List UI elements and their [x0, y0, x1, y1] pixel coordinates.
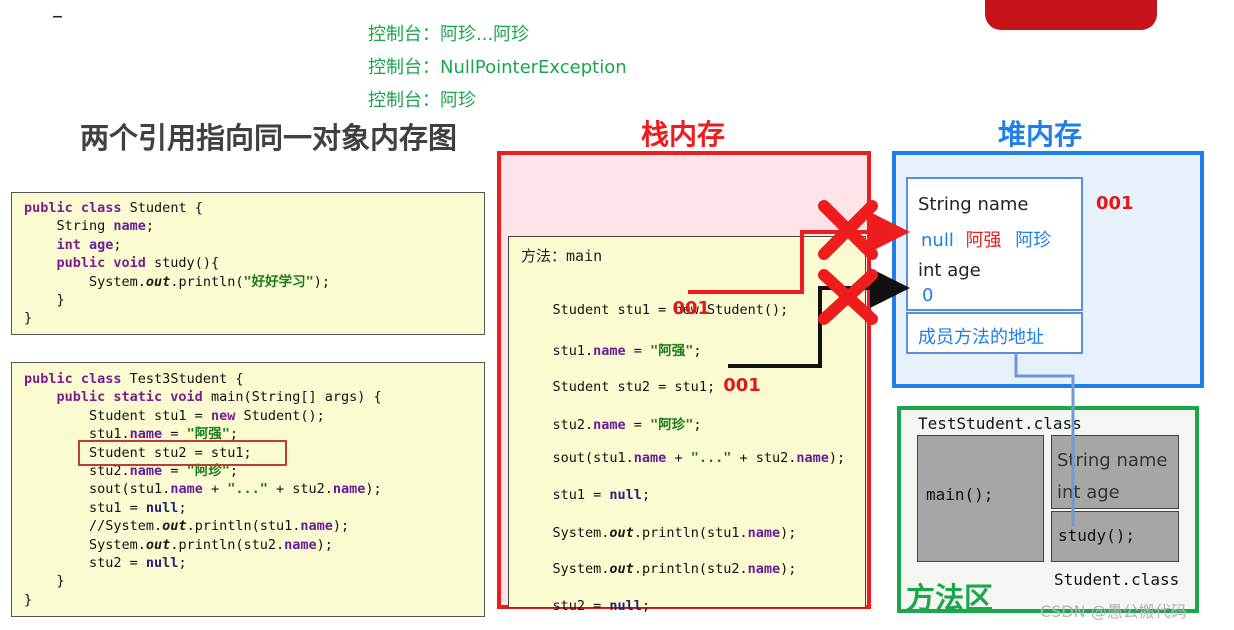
top-dash: – [52, 4, 63, 29]
code-line: stu1 = null; [24, 499, 187, 516]
stack-line: Student stu1 = new Student();001 [552, 298, 789, 319]
stack-title: 栈内存 [641, 118, 726, 151]
student-class-code: public class Student { String name; int … [11, 192, 485, 335]
field-age-label: int age [918, 260, 981, 281]
cross-icon [818, 200, 878, 260]
code-line: String name; [24, 218, 155, 235]
page-title: 两个引用指向同一对象内存图 [80, 121, 458, 155]
stack-line: System.out.println(stu2.name); [552, 561, 797, 577]
cross-icon [818, 269, 878, 325]
stack-line: stu1 = null; [552, 487, 651, 503]
test-class-code: public class Test3Student { public stati… [11, 362, 485, 617]
main-frame: 方法：main Student stu1 = new Student();001… [508, 236, 866, 614]
method-label: 方法：main [521, 247, 603, 265]
watermark: CSDN @愚公搬代码 [1040, 602, 1187, 621]
field-name-label: String name [918, 194, 1029, 215]
stack-line: stu1.name = "阿强"; [552, 343, 702, 359]
student-class-label: Student.class [1054, 570, 1180, 589]
main-method-label: main(); [926, 485, 994, 504]
stack-line: stu2.name = "阿珍"; [552, 417, 702, 433]
code-line: sout(stu1.name + "..." + stu2.name); [24, 481, 382, 498]
stack-ref-001-stu2: 001 [723, 375, 761, 396]
code-line: public void study(){ [24, 255, 220, 272]
method-address-label: 成员方法的地址 [918, 327, 1044, 348]
code-line: public class Test3Student { [24, 371, 244, 387]
name-values: null 阿强 阿珍 [921, 226, 1051, 252]
name-value-azhen: 阿珍 [1015, 230, 1052, 251]
stu2-reference-arrow [728, 268, 910, 368]
test-class-label: TestStudent.class [918, 414, 1082, 433]
code-line: } [24, 310, 33, 327]
code-line: System.out.println(stu2.name); [24, 536, 333, 553]
highlight-box [78, 440, 287, 466]
console-line-3: 控制台：阿珍 [368, 90, 476, 111]
code-line: } [24, 591, 33, 608]
name-value-null: null [921, 230, 954, 251]
red-banner-fragment [985, 0, 1157, 30]
code-line: } [24, 292, 65, 309]
code-line: stu1.name = "阿强"; [24, 426, 238, 443]
method-address-arrow [1014, 354, 1075, 526]
stack-ref-001-stu1: new Student();001 [672, 298, 789, 319]
code-line: Student stu2 = stu1; [24, 444, 252, 461]
name-value-aqiang: 阿强 [965, 230, 1002, 251]
heap-address: 001 [1096, 193, 1134, 214]
heap-object: String name null 阿强 阿珍 int age 0 [906, 177, 1083, 311]
method-address-box: 成员方法的地址 [906, 312, 1083, 354]
code-line: //System.out.println(stu1.name); [24, 518, 350, 535]
heap-title: 堆内存 [998, 118, 1083, 151]
ma-field-name: String name [1057, 450, 1168, 471]
console-line-2: 控制台：NullPointerException [368, 57, 627, 78]
code-line: Student stu1 = new Student(); [24, 407, 325, 424]
code-line: public class Student { [24, 200, 203, 216]
method-area-title: 方法区 [906, 581, 994, 615]
console-line-1: 控制台：阿珍...阿珍 [368, 24, 530, 45]
main-method-box: main(); [917, 435, 1044, 562]
stack-line: System.out.println(stu1.name); [552, 525, 797, 541]
stack-line: Student stu2 = stu1; 001 [552, 375, 761, 396]
stack-line: stu2 = null; [552, 598, 651, 614]
code-line: } [24, 573, 65, 590]
code-line: System.out.println("好好学习"); [24, 273, 330, 290]
code-line: public static void main(String[] args) { [24, 389, 382, 406]
code-line: int age; [24, 236, 122, 253]
study-method-label: study(); [1058, 526, 1136, 545]
stack-line: sout(stu1.name + "..." + stu2.name); [552, 450, 846, 466]
code-line: stu2.name = "阿珍"; [24, 463, 238, 480]
code-line: stu2 = null; [24, 555, 187, 572]
age-value: 0 [922, 285, 934, 306]
